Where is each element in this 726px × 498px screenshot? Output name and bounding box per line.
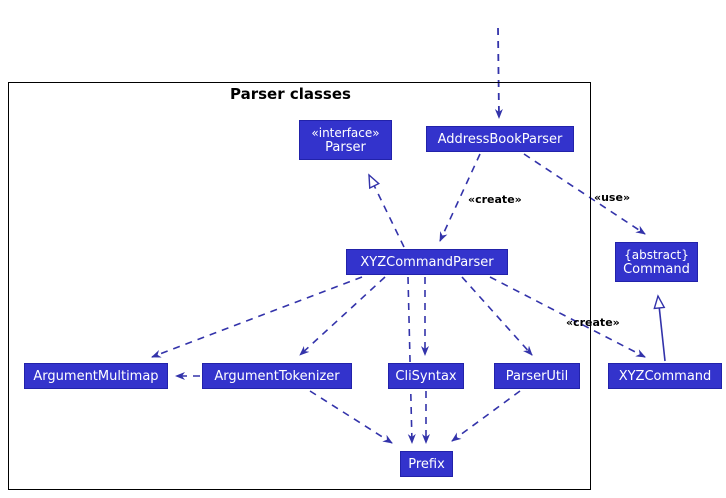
class-name: ArgumentMultimap <box>33 368 159 384</box>
class-address-book-parser[interactable]: AddressBookParser <box>426 126 574 152</box>
class-stereotype: «interface» <box>311 125 380 140</box>
package-title: Parser classes <box>230 85 351 103</box>
class-command[interactable]: {abstract} Command <box>615 242 698 282</box>
class-stereotype: {abstract} <box>624 247 689 262</box>
edge-label-use-command: «use» <box>594 191 631 204</box>
class-name: CliSyntax <box>395 368 457 384</box>
class-xyz-command-parser[interactable]: XYZCommandParser <box>346 249 508 275</box>
class-name: XYZCommand <box>618 368 712 384</box>
class-xyz-command[interactable]: XYZCommand <box>608 363 722 389</box>
class-cli-syntax[interactable]: CliSyntax <box>388 363 464 389</box>
class-parser-interface[interactable]: «interface» Parser <box>299 120 392 160</box>
class-name: Command <box>623 261 690 277</box>
edge-label-create-xyz-parser: «create» <box>468 193 522 206</box>
class-name: ParserUtil <box>505 368 569 384</box>
class-argument-multimap[interactable]: ArgumentMultimap <box>24 363 168 389</box>
class-parser-util[interactable]: ParserUtil <box>494 363 580 389</box>
edge-label-create-xyz-command: «create» <box>566 316 620 329</box>
edge-xyzcommand-extends-command <box>658 296 666 362</box>
class-name: Prefix <box>408 456 445 472</box>
package-parser-classes <box>8 82 591 490</box>
class-name: AddressBookParser <box>437 131 563 147</box>
class-name: XYZCommandParser <box>360 254 494 270</box>
class-name: ArgumentTokenizer <box>214 368 340 384</box>
class-name: Parser <box>325 139 366 155</box>
class-prefix[interactable]: Prefix <box>400 451 453 477</box>
class-argument-tokenizer[interactable]: ArgumentTokenizer <box>202 363 352 389</box>
